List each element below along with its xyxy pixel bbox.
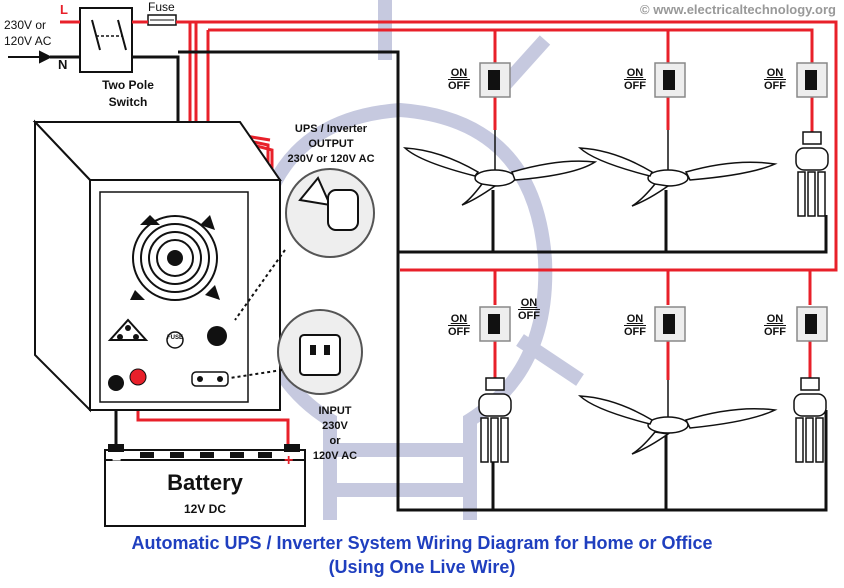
battery-neg: − [112,452,122,469]
ups-fuse-text: FUSE [167,335,184,341]
two-pole-switch [79,7,133,73]
wall-switch-1 [479,62,511,98]
wall-switch-6 [796,306,828,342]
wall-switch-4 [479,306,511,342]
cfl-bulb-1 [795,131,829,217]
neutral-label: N [58,57,68,72]
input-label-2: 230V [322,420,348,432]
supply-terminals [8,50,53,64]
watermark-text: © www.electricaltechnology.org [640,2,836,17]
switch-label-2: Switch [108,95,148,109]
output-label-2: OUTPUT [308,138,354,150]
ceiling-fan-1 [402,130,598,206]
battery-pos: + [284,452,294,469]
ceiling-fan-3 [577,380,778,455]
output-label-1: UPS / Inverter [294,123,368,135]
cfl-bulb-2 [478,377,512,463]
input-socket-callout [229,309,363,395]
battery-voltage: 12V DC [183,502,227,516]
fuse-label: Fuse [148,0,175,14]
battery-label: Battery [167,470,243,495]
ups-unit [32,119,282,413]
input-label-4: 120V AC [312,450,358,462]
diagram-title-line1: Automatic UPS / Inverter System Wiring D… [131,533,713,553]
line-label: L [60,2,68,17]
output-socket-callout [234,168,375,321]
wall-switch-2 [654,62,686,98]
fuse [147,14,177,26]
ceiling-fan-2 [577,130,778,207]
cfl-bulb-3 [793,377,827,463]
wall-switch-5 [654,306,686,342]
supply-voltage-label-1: 230V or [4,18,47,32]
output-label-3: 230V or 120V AC [287,153,375,165]
input-label-1: INPUT [318,405,352,417]
wall-switch-3 [796,62,828,98]
supply-voltage-label-2: 120V AC [4,34,52,48]
diagram-title-line2: (Using One Live Wire) [328,557,516,577]
switch-label-1: Two Pole [102,78,154,92]
input-label-3: or [329,435,341,447]
battery [104,444,306,527]
wall-switches [479,62,828,342]
